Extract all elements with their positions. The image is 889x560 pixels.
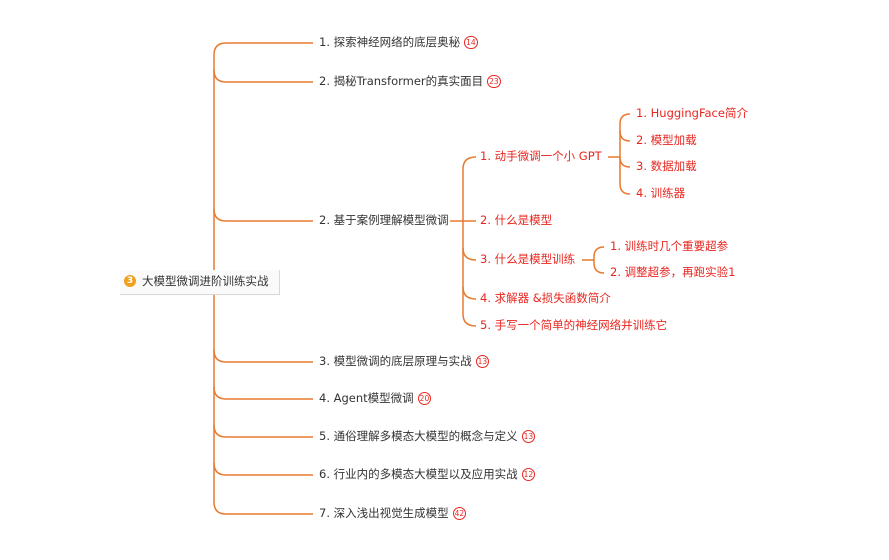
leaf-huggingface-intro[interactable]: 1. HuggingFace简介: [636, 106, 748, 120]
branch-label: 5. 通俗理解多模态大模型的概念与定义: [319, 429, 518, 443]
subtopic-gpt-finetune[interactable]: 1. 动手微调一个小 GPT: [480, 149, 602, 163]
branch-topic-3[interactable]: 2. 基于案例理解模型微调: [315, 212, 453, 228]
trunk-line: [213, 42, 227, 515]
root-topic[interactable]: 3 大模型微调进阶训练实战: [120, 270, 280, 295]
leaf-data-loading[interactable]: 3. 数据加载: [636, 159, 697, 173]
branch-line-5: [213, 386, 313, 400]
subtopic-handwritten-nn[interactable]: 5. 手写一个简单的神经网络并训练它: [480, 318, 668, 332]
branch-line-7: [213, 462, 313, 476]
subtopic-solver-loss[interactable]: 4. 求解器 &损失函数简介: [480, 291, 611, 305]
item-count-badge: 20: [417, 392, 432, 405]
sub-line-3: [462, 247, 477, 261]
leaf-tune-hyperparams[interactable]: 2. 调整超参，再跑实验1: [610, 265, 736, 279]
sub-trunk: [462, 156, 477, 327]
branch-label: 6. 行业内的多模态大模型以及应用实战: [319, 467, 518, 481]
root-number-badge: 3: [124, 275, 136, 287]
leaf-key-hyperparams[interactable]: 1. 训练时几个重要超参: [610, 239, 729, 253]
item-count-badge: 14: [464, 36, 478, 49]
branch-line-2: [213, 69, 313, 83]
leaf-model-loading[interactable]: 2. 模型加载: [636, 133, 697, 147]
leaf-trainer[interactable]: 4. 训练器: [636, 186, 686, 200]
subtopic-model-training[interactable]: 3. 什么是模型训练: [480, 252, 576, 266]
subtopic-what-is-model[interactable]: 2. 什么是模型: [480, 213, 553, 227]
root-label: 大模型微调进阶训练实战: [142, 274, 269, 288]
item-count-badge: 13: [475, 355, 490, 368]
gpt-line-2: [619, 130, 631, 142]
branch-label: 3. 模型微调的底层原理与实战: [319, 354, 472, 368]
branch-label: 4. Agent模型微调: [319, 391, 414, 405]
item-count-badge: 12: [521, 468, 536, 481]
item-count-badge: 23: [487, 75, 501, 88]
branch-line-6: [213, 424, 313, 438]
branch-label: 2. 基于案例理解模型微调: [319, 213, 449, 227]
gpt-trunk: [619, 113, 631, 195]
branch-line-3: [213, 208, 313, 222]
branch-label: 1. 探索神经网络的底层奥秘: [319, 35, 461, 49]
sub-line-4: [462, 286, 477, 300]
branch-label: 2. 揭秘Transformer的真实面目: [319, 74, 484, 88]
branch-label: 7. 深入浅出视觉生成模型: [319, 506, 449, 520]
train-trunk: [593, 246, 605, 274]
branch-line-4: [213, 349, 313, 363]
item-count-badge: 13: [521, 430, 536, 443]
item-count-badge: 42: [452, 507, 467, 520]
gpt-line-3: [619, 156, 631, 168]
